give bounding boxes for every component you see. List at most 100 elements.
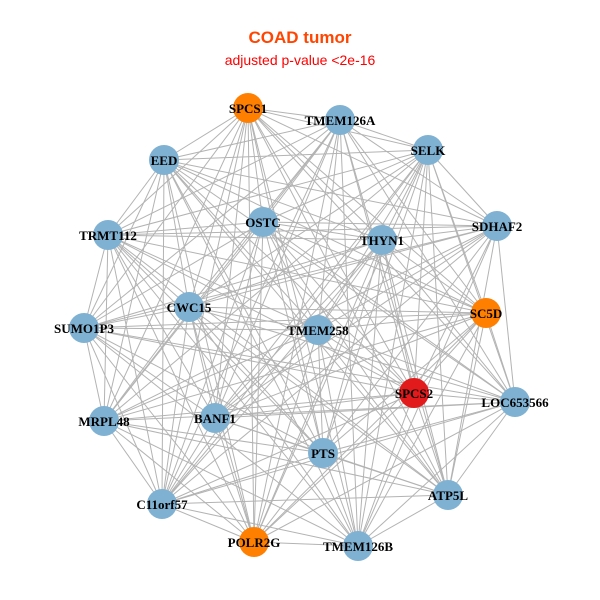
edge-CWC15-SUMO1P3 (83, 306, 190, 329)
edge-SUMO1P3-BANF1 (83, 327, 216, 419)
node-MRPL48[interactable]: MRPL48 (78, 406, 130, 436)
edge-SDHAF2-TMEM258 (317, 225, 498, 331)
node-circle[interactable] (89, 406, 119, 436)
node-SPCS1[interactable]: SPCS1 (229, 93, 267, 123)
node-LOC653566[interactable]: LOC653566 (481, 387, 549, 417)
node-circle[interactable] (248, 207, 278, 237)
edge-TMEM126A-SDHAF2 (339, 119, 498, 227)
edge-LOC653566-C11orf57 (161, 401, 516, 505)
edge-CWC15-BANF1 (188, 306, 216, 419)
node-label: ATP5L (428, 488, 469, 503)
edge-EED-LOC653566 (163, 159, 516, 403)
edge-SC5D-SUMO1P3 (83, 312, 487, 329)
node-TMEM258[interactable]: TMEM258 (287, 315, 349, 345)
edge-CWC15-TMEM258 (188, 306, 319, 331)
node-TRMT112[interactable]: TRMT112 (79, 220, 137, 250)
edge-OSTC-BANF1 (214, 221, 264, 419)
node-label: TMEM258 (287, 323, 349, 338)
node-circle[interactable] (399, 378, 429, 408)
edge-SUMO1P3-LOC653566 (83, 327, 516, 403)
edge-TMEM126A-EED (163, 119, 341, 161)
node-label: SDHAF2 (472, 219, 523, 234)
node-SPCS2[interactable]: SPCS2 (395, 378, 433, 408)
edge-CWC15-MRPL48 (103, 306, 190, 422)
node-label: SPCS2 (395, 386, 433, 401)
node-SDHAF2[interactable]: SDHAF2 (472, 211, 523, 241)
node-circle[interactable] (69, 313, 99, 343)
edge-SPCS1-OSTC (247, 107, 264, 223)
node-circle[interactable] (500, 387, 530, 417)
node-circle[interactable] (343, 531, 373, 561)
node-circle[interactable] (325, 105, 355, 135)
edge-EED-THYN1 (163, 159, 383, 241)
edge-EED-TRMT112 (107, 159, 165, 236)
edge-OSTC-TRMT112 (107, 221, 264, 236)
node-label: SC5D (470, 306, 503, 321)
edge-C11orf57-TMEM126B (161, 503, 359, 547)
edge-SPCS1-SC5D (247, 107, 487, 314)
node-label: THYN1 (360, 233, 404, 248)
node-circle[interactable] (93, 220, 123, 250)
node-SC5D[interactable]: SC5D (470, 298, 503, 328)
edge-TRMT112-TMEM258 (107, 234, 319, 331)
node-circle[interactable] (367, 225, 397, 255)
edge-SELK-EED (163, 149, 429, 161)
node-SUMO1P3[interactable]: SUMO1P3 (54, 313, 114, 343)
node-circle[interactable] (147, 489, 177, 519)
edge-BANF1-C11orf57 (161, 417, 216, 505)
node-circle[interactable] (308, 438, 338, 468)
edge-TMEM126A-TRMT112 (107, 119, 341, 236)
edge-SDHAF2-TRMT112 (107, 225, 498, 236)
node-circle[interactable] (413, 135, 443, 165)
node-circle[interactable] (239, 527, 269, 557)
edge-C11orf57-POLR2G (161, 503, 255, 543)
node-circle[interactable] (433, 480, 463, 510)
node-ATP5L[interactable]: ATP5L (428, 480, 469, 510)
edge-SDHAF2-SPCS2 (413, 225, 498, 394)
node-CWC15[interactable]: CWC15 (167, 292, 212, 322)
edge-LOC653566-POLR2G (253, 401, 516, 543)
edge-PTS-TMEM126B (322, 452, 359, 547)
edge-SDHAF2-CWC15 (188, 225, 498, 308)
node-label: OSTC (245, 215, 280, 230)
edge-OSTC-SUMO1P3 (83, 221, 264, 329)
node-PTS[interactable]: PTS (308, 438, 338, 468)
edge-SC5D-BANF1 (214, 312, 487, 419)
node-circle[interactable] (303, 315, 333, 345)
node-C11orf57[interactable]: C11orf57 (136, 489, 188, 519)
nodes-layer: SPCS1 TMEM126A SELK EED OSTC THYN1 SDHAF2TRMT1… (54, 93, 549, 561)
node-label: POLR2G (228, 535, 281, 550)
edges-layer (83, 107, 516, 547)
edge-SC5D-CWC15 (188, 306, 487, 314)
node-POLR2G[interactable]: POLR2G (228, 527, 281, 557)
edge-POLR2G-TMEM126B (253, 541, 359, 547)
edge-TRMT112-SUMO1P3 (83, 234, 109, 329)
edge-SELK-THYN1 (381, 149, 429, 241)
edge-SPCS1-SUMO1P3 (83, 107, 249, 329)
node-circle[interactable] (233, 93, 263, 123)
edge-TMEM258-SPCS2 (317, 329, 415, 394)
node-circle[interactable] (482, 211, 512, 241)
edge-OSTC-SPCS2 (262, 221, 415, 394)
node-THYN1[interactable]: THYN1 (360, 225, 404, 255)
edge-EED-PTS (163, 159, 324, 454)
node-TMEM126A[interactable]: TMEM126A (305, 105, 376, 135)
node-circle[interactable] (149, 145, 179, 175)
edge-SPCS2-MRPL48 (103, 392, 415, 422)
node-OSTC[interactable]: OSTC (245, 207, 281, 237)
node-circle[interactable] (200, 403, 230, 433)
edge-SPCS2-TMEM126B (357, 392, 415, 547)
edge-SELK-LOC653566 (427, 149, 516, 403)
edge-THYN1-ATP5L (381, 239, 449, 496)
edge-SELK-POLR2G (253, 149, 429, 543)
node-TMEM126B[interactable]: TMEM126B (323, 531, 393, 561)
node-label: TRMT112 (79, 228, 137, 243)
edge-SELK-MRPL48 (103, 149, 429, 422)
node-SELK[interactable]: SELK (411, 135, 447, 165)
node-circle[interactable] (471, 298, 501, 328)
edge-OSTC-MRPL48 (103, 221, 264, 422)
node-EED[interactable]: EED (149, 145, 179, 175)
node-BANF1[interactable]: BANF1 (194, 403, 236, 433)
node-circle[interactable] (174, 292, 204, 322)
